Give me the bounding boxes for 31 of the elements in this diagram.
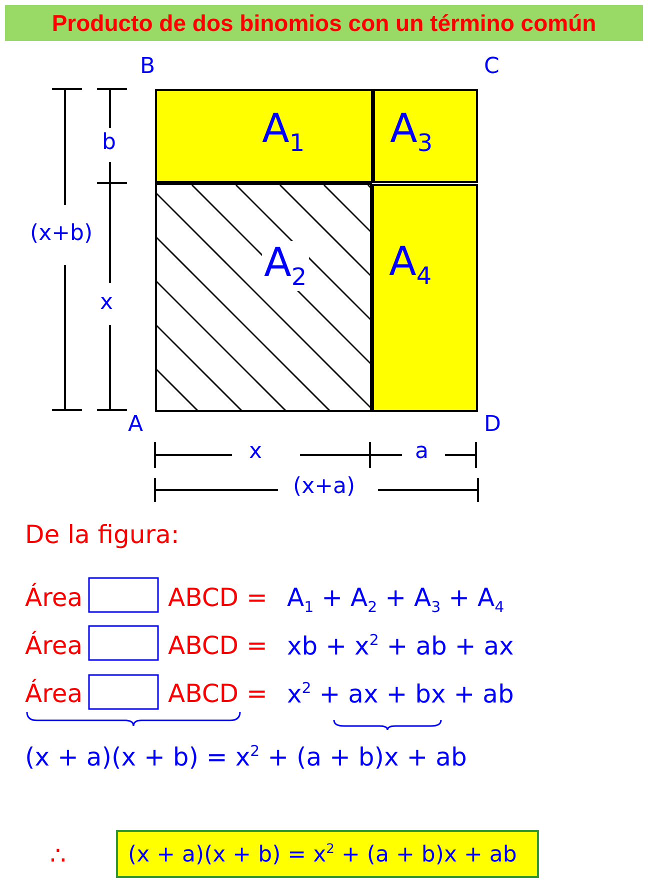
dimension-label: a (415, 441, 428, 463)
equation-text: ABCD = (168, 585, 268, 610)
area-rectangle (155, 89, 373, 183)
heading-text: De la figura: (25, 522, 180, 547)
equation-text: Área (25, 585, 83, 610)
dimension-label: (x+b) (30, 223, 93, 245)
vertex-label: B (140, 56, 156, 78)
result-box (116, 830, 539, 878)
dimension-label: x (249, 441, 262, 463)
vertex-label: A (128, 414, 144, 436)
dimension-label: x (100, 292, 114, 314)
dimension-label: b (102, 132, 116, 154)
dimension-label: (x+a) (293, 476, 356, 498)
vertex-label: D (484, 414, 501, 436)
equation-text: Área (25, 633, 83, 658)
equation-text: A$_{1}$ + A$_{2}$ + A$_{3}$ + A$_{4}$ (287, 585, 504, 615)
equation-text: x$^{2}$ + ax + bx + ab (287, 681, 514, 706)
area-label: A$_{4}$ (389, 242, 432, 288)
equation-text: xb + x$^{2}$ + ab + ax (287, 633, 514, 658)
title: Producto de dos binomios con un término común (5, 5, 643, 41)
area-label: A$_{2}$ (262, 241, 309, 291)
area-rectangle (373, 89, 478, 183)
therefore-symbol: ∴ (50, 843, 66, 868)
equation-text: Área (25, 681, 83, 706)
equation-text: (x + a)(x + b) = x$^{2}$ + (a + b)x + ab (128, 843, 517, 866)
vertex-label: C (484, 56, 500, 78)
area-label: A$_{3}$ (390, 109, 433, 155)
equation-text: ABCD = (168, 633, 268, 658)
equation-text: ABCD = (168, 681, 268, 706)
area-label: A$_{1}$ (262, 109, 305, 155)
equation-text: (x + a)(x + b) = x$^{2}$ + (a + b)x + ab (25, 744, 467, 770)
